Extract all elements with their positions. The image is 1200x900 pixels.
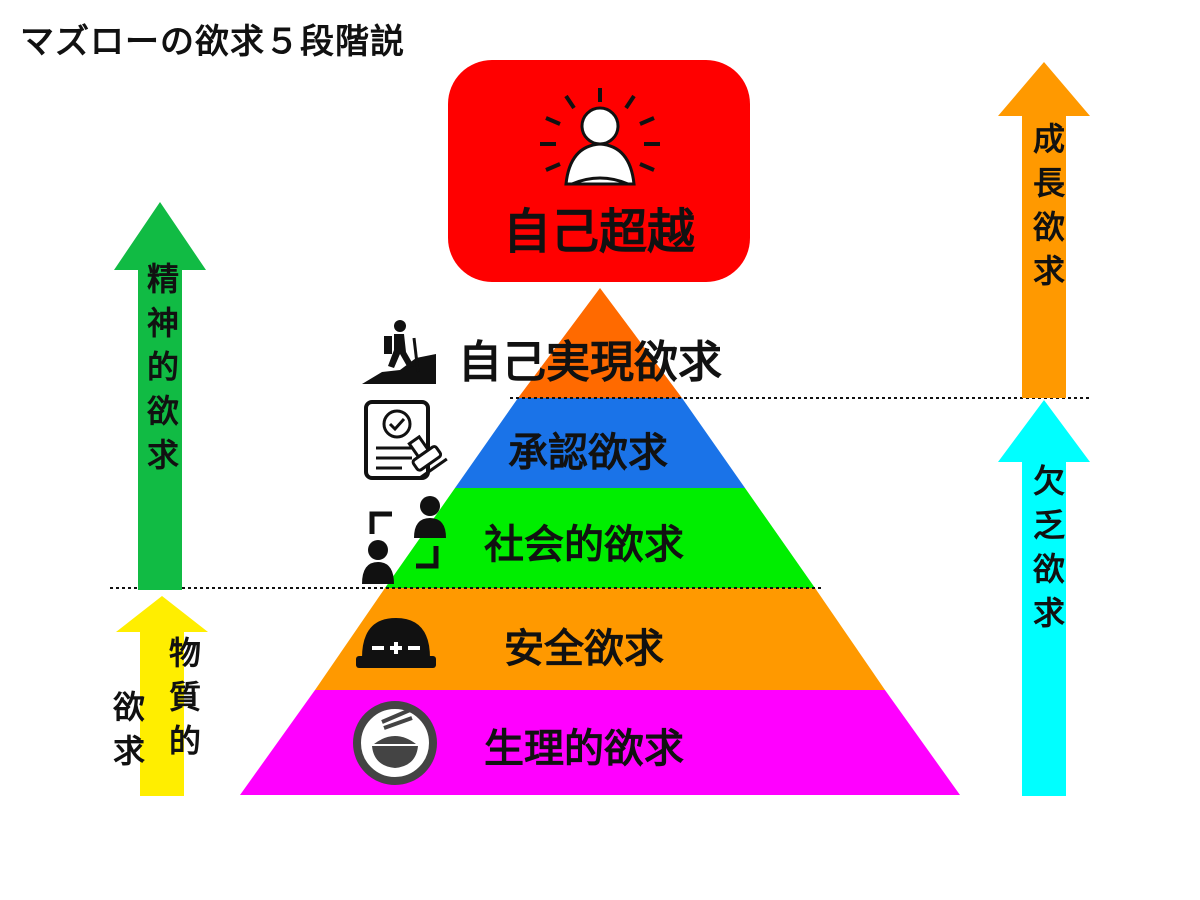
material-arrow-label-col1: 物質的 <box>164 636 202 768</box>
material-arrow <box>116 596 208 796</box>
level-label-safety: 安全欲求 <box>504 626 664 672</box>
material-arrow-label-col2: 欲求 <box>108 690 146 778</box>
level-social <box>385 488 815 588</box>
growth-arrow-label: 成長欲求 <box>1028 122 1066 298</box>
helmet-icon <box>356 618 436 668</box>
level-safety <box>315 588 885 690</box>
spiritual-arrow-label: 精神的欲求 <box>142 262 180 482</box>
level-label-self-actualization: 自己実現欲求 <box>458 337 722 388</box>
spiritual-arrow <box>114 202 206 590</box>
hiker-icon <box>362 320 436 384</box>
buddha-icon <box>540 88 660 186</box>
deficiency-arrow <box>998 400 1090 796</box>
certificate-stamp-icon <box>364 400 448 480</box>
growth-arrow <box>998 62 1090 398</box>
level-label-social: 社会的欲求 <box>484 522 684 568</box>
people-connect-icon <box>362 496 446 584</box>
level-esteem <box>455 398 745 488</box>
deficiency-arrow-label: 欠乏欲求 <box>1028 464 1066 640</box>
level-label-physiological: 生理的欲求 <box>484 726 684 772</box>
diagram-title: マズローの欲求５段階説 <box>20 22 405 62</box>
level-label-esteem: 承認欲求 <box>508 430 668 476</box>
self-transcendence-label: 自己超越 <box>502 204 695 260</box>
level-self-actualization <box>518 288 682 398</box>
food-bowl-icon <box>353 701 437 785</box>
